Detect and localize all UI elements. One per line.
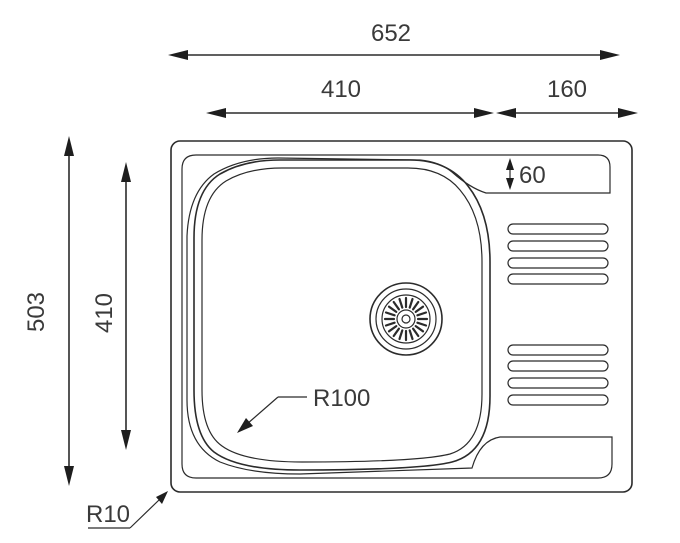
label-overall-width: 652 xyxy=(371,20,411,47)
strainer-slot xyxy=(398,329,404,341)
strainer-slot xyxy=(387,305,398,313)
sink-inner-rim xyxy=(181,154,613,479)
dimension-drainer-height: 60 xyxy=(506,158,546,190)
bowl-outer-contour xyxy=(193,159,491,471)
strainer-slot xyxy=(412,327,420,338)
dimension-overall-depth: 503 xyxy=(23,136,74,486)
strainer-slot xyxy=(387,325,398,333)
dimension-bowl-radius: R100 xyxy=(237,385,370,433)
label-bowl-width: 410 xyxy=(321,76,361,103)
label-bowl-radius: R100 xyxy=(313,385,370,412)
drainer-ribs-upper xyxy=(507,223,609,285)
label-bowl-depth: 410 xyxy=(91,293,118,333)
strainer-slot xyxy=(392,300,400,311)
label-drainer-width: 160 xyxy=(547,76,587,103)
strainer-slot xyxy=(384,311,396,317)
label-drainer-height: 60 xyxy=(519,162,546,189)
strainer-slot xyxy=(384,321,396,327)
label-corner-radius: R10 xyxy=(86,501,130,528)
strainer-slot xyxy=(392,327,400,338)
strainer-slot xyxy=(408,329,414,341)
strainer-slot xyxy=(408,297,414,309)
strainer-slot xyxy=(414,325,425,333)
label-overall-depth: 503 xyxy=(23,292,50,332)
dimension-bowl-depth: 410 xyxy=(91,162,131,450)
drain-strainer-icon xyxy=(369,282,443,356)
drainer-ribs-lower xyxy=(507,344,609,406)
dimension-bowl-width: 410 xyxy=(206,76,494,118)
strainer-slot xyxy=(398,297,404,309)
bowl-inner-contour xyxy=(201,167,483,463)
strainer-slot xyxy=(416,311,428,317)
strainer-slot xyxy=(412,300,420,311)
sink-outer-rim xyxy=(170,140,633,493)
strainer-slot xyxy=(416,321,428,327)
dimension-corner-radius: R10 xyxy=(86,491,168,529)
dimension-drainer-width: 160 xyxy=(496,76,638,118)
dimension-overall-width: 652 xyxy=(168,20,620,60)
strainer-slot xyxy=(414,305,425,313)
